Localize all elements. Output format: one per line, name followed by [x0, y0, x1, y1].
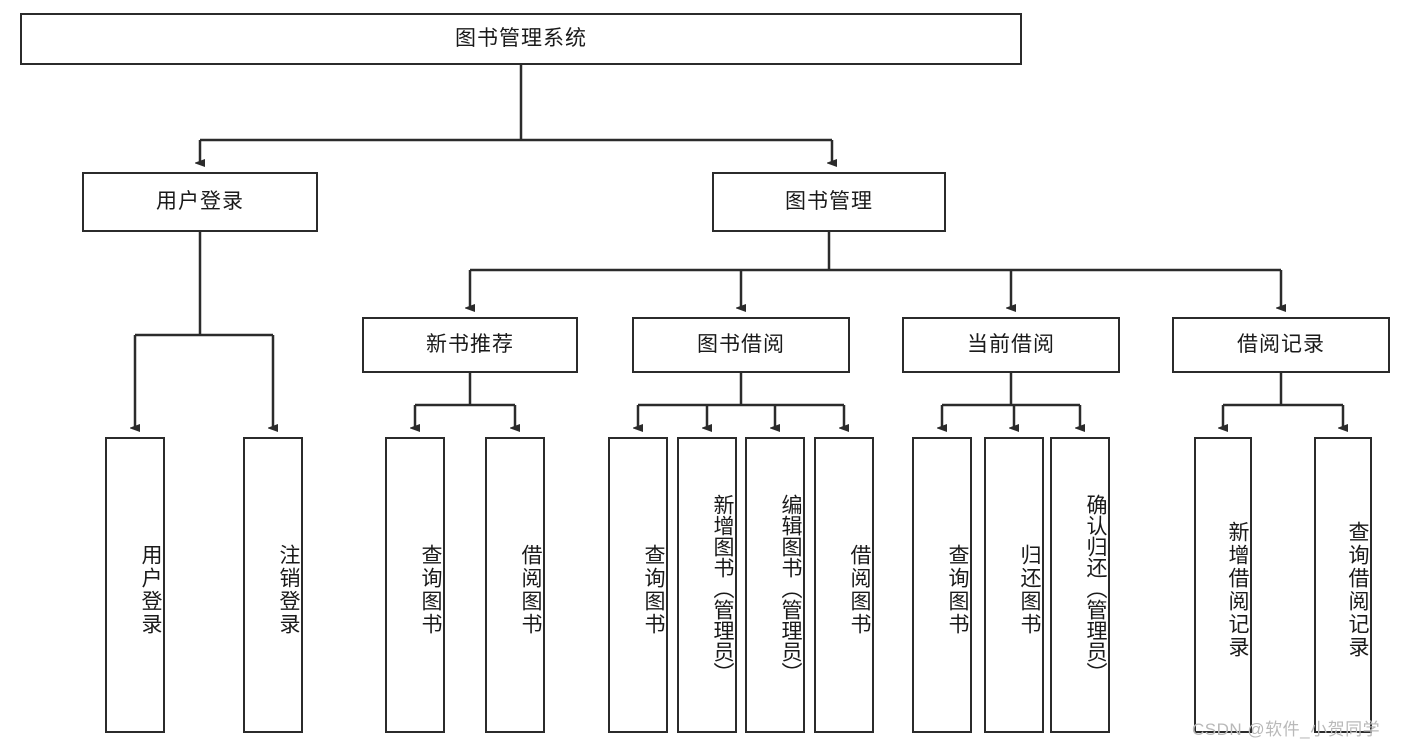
leaf-query-book-recommend[interactable]: 查询图书 [385, 437, 445, 733]
leaf-query-book-current[interactable]: 查询图书 [912, 437, 972, 733]
leaf-logout[interactable]: 注销登录 [243, 437, 303, 733]
node-root[interactable]: 图书管理系统 [20, 13, 1022, 65]
node-user-login[interactable]: 用户登录 [82, 172, 318, 232]
csdn-watermark: CSDN @软件_小贺同学 [1192, 720, 1381, 739]
node-book-borrow[interactable]: 图书借阅 [632, 317, 850, 373]
leaf-query-book-borrow[interactable]: 查询图书 [608, 437, 668, 733]
leaf-add-book-admin[interactable]: 新增图书（管理员） [677, 437, 737, 733]
node-borrow-record[interactable]: 借阅记录 [1172, 317, 1390, 373]
node-book-management[interactable]: 图书管理 [712, 172, 946, 232]
leaf-query-borrow-record[interactable]: 查询借阅记录 [1314, 437, 1372, 733]
leaf-return-book[interactable]: 归还图书 [984, 437, 1044, 733]
node-current-borrow[interactable]: 当前借阅 [902, 317, 1120, 373]
leaf-borrow-book-recommend[interactable]: 借阅图书 [485, 437, 545, 733]
leaf-confirm-return-admin[interactable]: 确认归还（管理员） [1050, 437, 1110, 733]
leaf-add-borrow-record[interactable]: 新增借阅记录 [1194, 437, 1252, 733]
leaf-user-login[interactable]: 用户登录 [105, 437, 165, 733]
node-new-book-recommend[interactable]: 新书推荐 [362, 317, 578, 373]
leaf-borrow-book[interactable]: 借阅图书 [814, 437, 874, 733]
leaf-edit-book-admin[interactable]: 编辑图书（管理员） [745, 437, 805, 733]
